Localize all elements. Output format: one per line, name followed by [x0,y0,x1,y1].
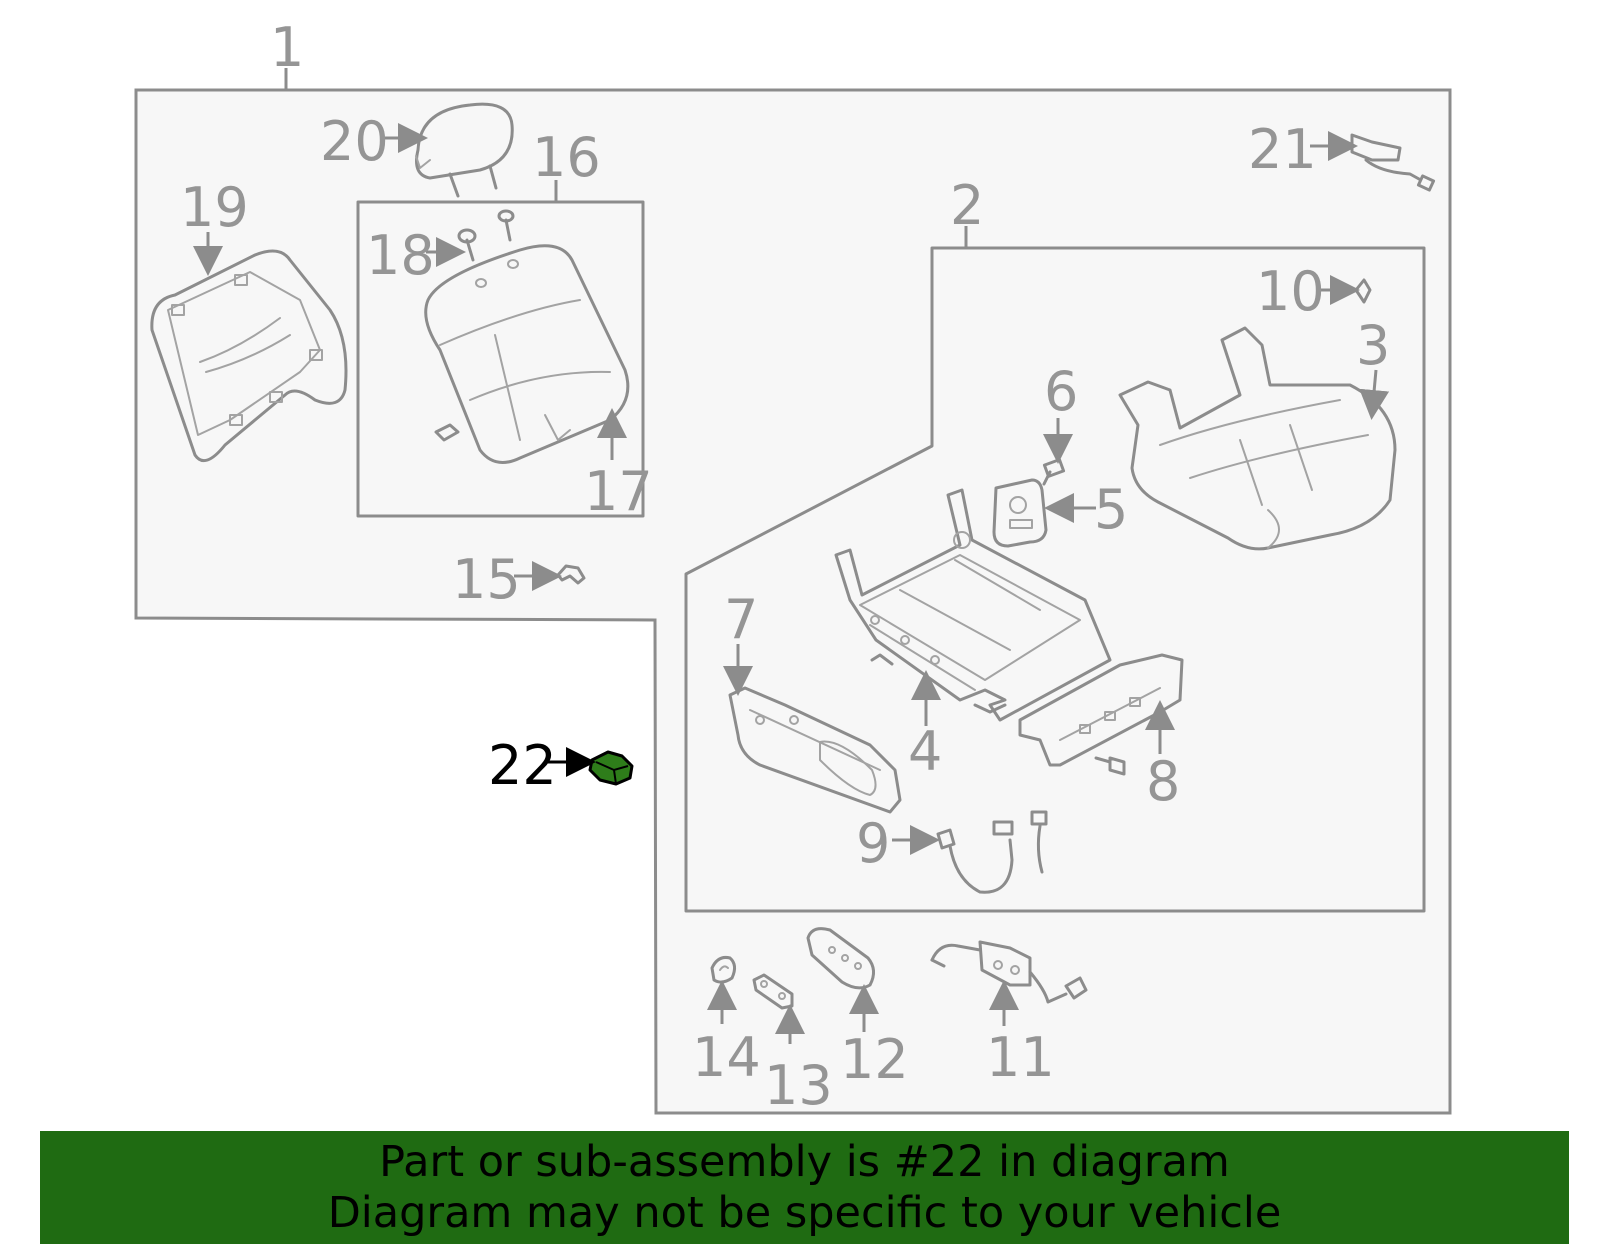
callout-8: 8 [1146,750,1180,813]
callout-22: 22 [488,734,557,797]
callout-21: 21 [1248,118,1317,181]
callout-6: 6 [1044,360,1078,423]
assembly-16-box [356,200,645,518]
banner-line-part-number: Part or sub-assembly is #22 in diagram [379,1137,1230,1187]
harness-part-11[interactable] [930,940,1088,1004]
seat-cushion-part-3[interactable] [1118,326,1397,551]
callout-5: 5 [1094,478,1128,541]
seat-back-panel-part-19[interactable] [150,249,348,463]
assembly-1-outline [134,88,1452,1115]
callout-4: 4 [908,720,942,783]
callout-7: 7 [724,588,758,651]
callout-15: 15 [452,548,521,611]
callout-14: 14 [692,1026,761,1089]
callout-18: 18 [366,224,435,287]
callout-12: 12 [840,1028,909,1091]
callout-2: 2 [950,174,984,237]
callout-11: 11 [986,1026,1055,1089]
banner-line-disclaimer: Diagram may not be specific to your vehi… [327,1188,1282,1238]
callout-9: 9 [856,812,890,875]
callout-13: 13 [764,1054,833,1117]
callout-10: 10 [1256,260,1325,323]
callout-16: 16 [532,126,601,189]
callout-20: 20 [320,110,389,173]
bolt-part-8[interactable] [1094,756,1126,776]
grommet-part-14[interactable] [710,956,737,984]
callout-17: 17 [584,460,653,523]
seat-back-cushion-part-17[interactable] [424,244,630,464]
cover-part-5[interactable] [992,478,1048,548]
harness-part-9[interactable] [936,810,1048,894]
seat-frame-part-4[interactable] [834,488,1112,722]
highlighted-part-22[interactable] [588,750,634,786]
info-banner: Part or sub-assembly is #22 in diagram D… [40,1131,1569,1244]
clip-part-10[interactable] [1354,278,1372,304]
clip-part-15[interactable] [556,564,586,585]
headrest-part-20[interactable] [415,102,514,198]
callout-19: 19 [180,176,249,239]
callout-1: 1 [270,16,304,79]
callout-3: 3 [1356,314,1390,377]
side-cover-part-7[interactable] [728,686,902,814]
assembly-2-box [684,246,1426,913]
